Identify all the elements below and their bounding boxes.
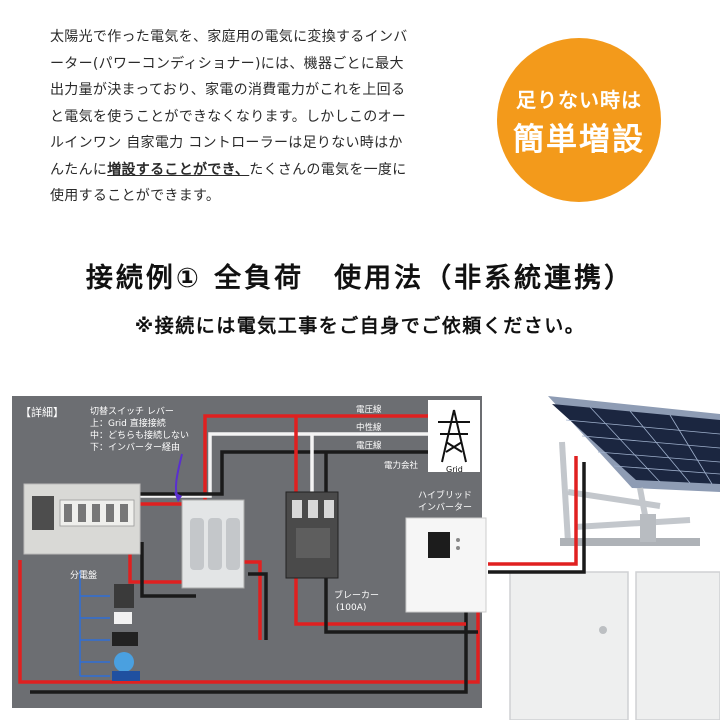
intro-line: 太陽光で作った電気を、家庭用の電気に変換するインバ [50, 29, 408, 45]
section-title: 接続例① 全負荷 使用法（非系統連携） [85, 263, 635, 294]
inverter-label-2: インバーター [418, 502, 472, 513]
distribution-panel [23, 483, 141, 555]
intro-line: 使用することができます。 [50, 188, 221, 204]
intro-text: んたんに [50, 161, 108, 178]
switch-note-4: 下：インバーター経由 [90, 441, 180, 453]
wiring-diagram: 【詳細】 切替スイッチ レバー 上：Grid 直接接続 中：どちらも接続しない … [12, 396, 720, 720]
intro-paragraph: 太陽光で作った電気を、家庭用の電気に変換するインバ ーター(パワーコンディショナ… [50, 24, 486, 210]
intro-line: 出力量が決まっており、家電の消費電力がこれを上回る [50, 82, 406, 98]
grid-label: Grid [446, 465, 463, 474]
electrician-note: ※接続には電気工事をご自身でご依頼ください。 [134, 315, 586, 337]
transfer-switch [181, 499, 245, 589]
expansion-badge: 足りない時は 簡単増設 [497, 38, 661, 202]
detail-label: 【詳細】 [20, 405, 64, 419]
badge-line-2: 簡単増設 [513, 122, 645, 158]
wire-label-2: 中性線 [356, 422, 382, 433]
hybrid-inverter [405, 517, 487, 613]
utility-pole [428, 400, 480, 472]
utility-label: 電力会社 [384, 460, 419, 471]
intro-line: ーター(パワーコンディショナー)には、機器ごとに最大 [50, 55, 404, 72]
intro-text: たくさんの電気を一度に [249, 161, 407, 178]
inverter-label-1: ハイブリッド [418, 489, 472, 501]
wire-label-1: 電圧線 [356, 404, 382, 415]
switch-note-1: 切替スイッチ レバー [90, 405, 174, 417]
intro-highlight: 増設することができ、 [107, 161, 250, 178]
breaker-label-1: ブレーカー [334, 589, 379, 601]
wire-label-3: 電圧線 [356, 440, 382, 451]
breaker-label-2: (100A) [336, 603, 366, 613]
main-breaker [285, 491, 339, 579]
intro-line: ルインワン 自家電力 コントローラーは足りない時はか [50, 135, 403, 151]
household-appliances [112, 584, 140, 681]
panel-label: 分電盤 [70, 569, 97, 581]
switch-note-2: 上：Grid 直接接続 [90, 417, 166, 429]
wiring-lines [18, 414, 586, 694]
badge-line-1: 足りない時は [516, 88, 642, 112]
switch-note-3: 中：どちらも接続しない [90, 429, 189, 441]
intro-line: んたんに増設することができ、たくさんの電気を一度に [50, 157, 486, 184]
solar-panel-array [548, 396, 720, 546]
battery-cabinets [509, 571, 720, 720]
intro-line: と電気を使うことができなくなります。しかしこのオー [50, 108, 407, 125]
